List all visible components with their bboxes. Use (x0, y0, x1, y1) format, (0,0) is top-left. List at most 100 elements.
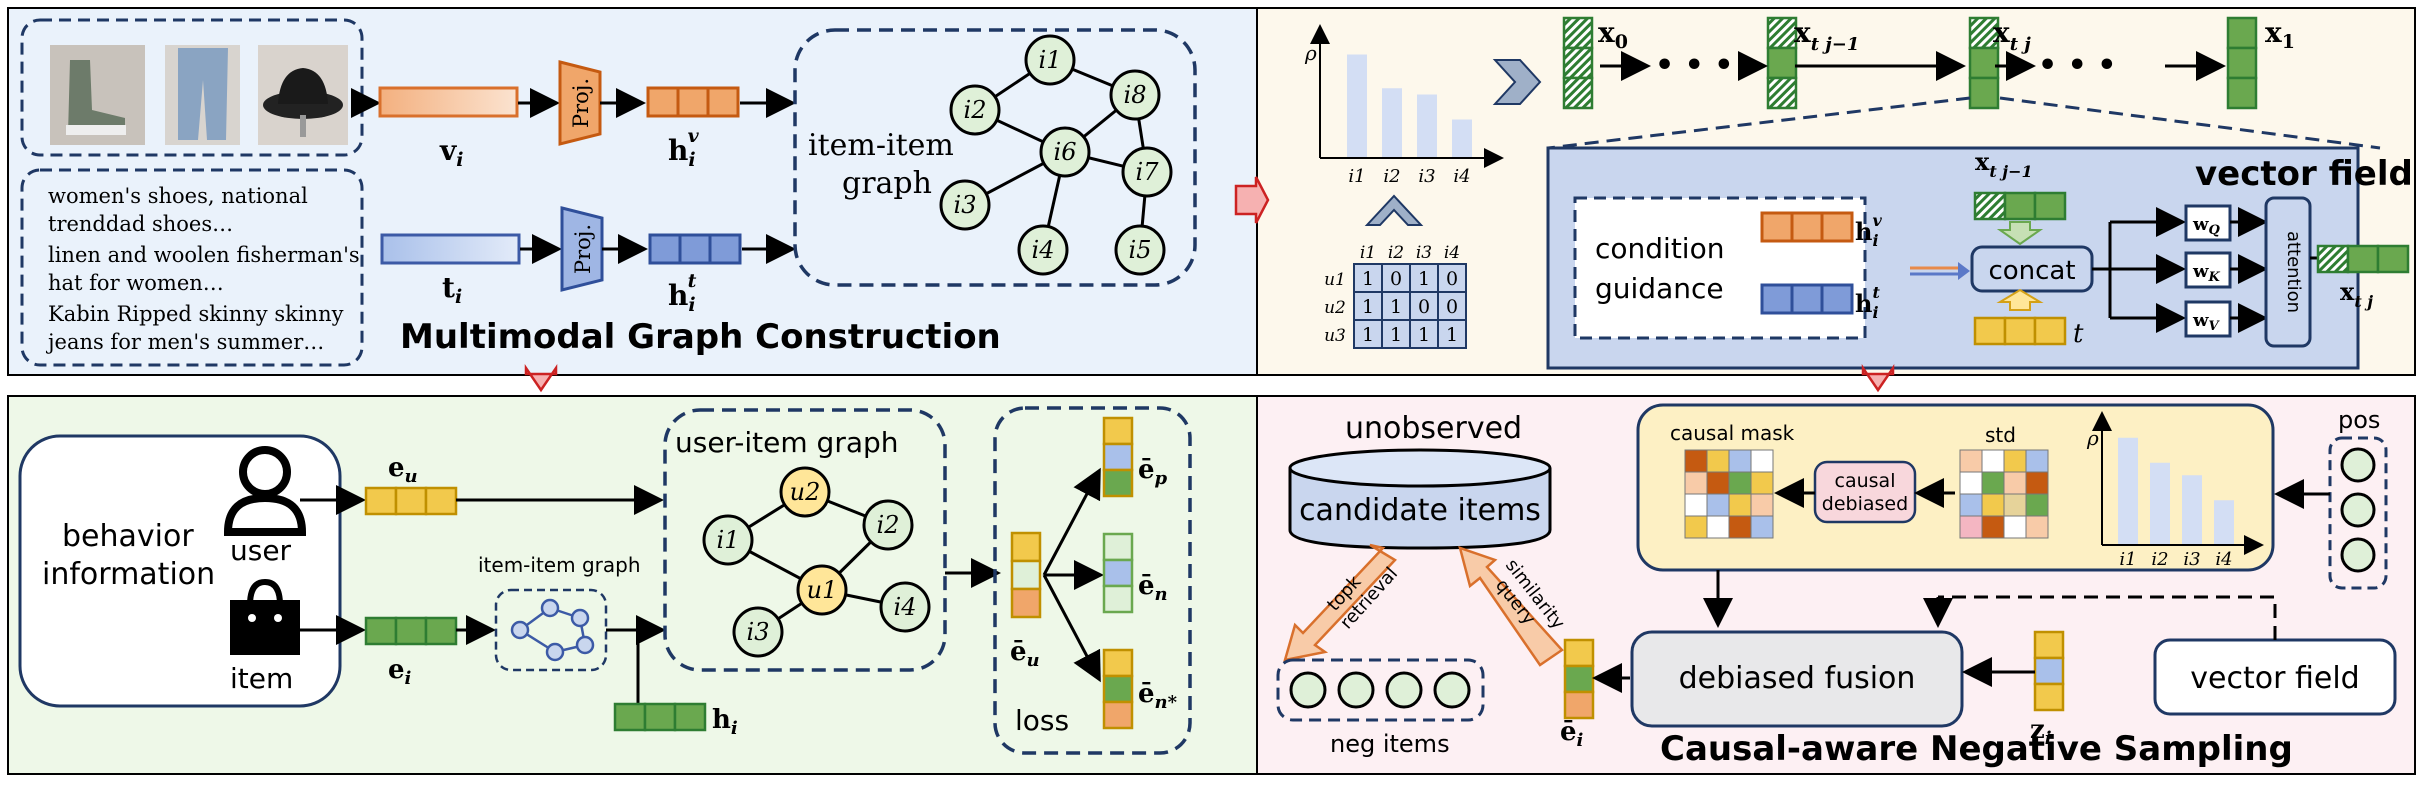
matrix-cell (1409, 319, 1439, 349)
wk-label: wK (2192, 261, 2221, 285)
x-vector-cell (1968, 76, 2000, 110)
right-chevron-icon (1492, 59, 1542, 105)
t-var-label: t (2073, 319, 2084, 349)
graph-node-i1 (1024, 34, 1076, 86)
matrix-cell-value: 0 (1418, 296, 1430, 318)
user-icon (223, 446, 307, 536)
xtj-1-label: xt j−1 (1794, 16, 1859, 55)
causal-mask-cell (1750, 515, 1774, 539)
dots-1: • • • (1655, 48, 1733, 83)
density-bar-top-4 (1452, 119, 1472, 157)
causal-mask-grid (1684, 449, 1774, 539)
density-bar-chart-bottom: ρ i1 i2 i3 i4 (2086, 411, 2264, 570)
graph-node-label-i7: i7 (1136, 158, 1160, 186)
matrix-cell-value: 1 (1362, 268, 1374, 290)
std-cell (2025, 515, 2049, 539)
ui-node-u1 (796, 564, 848, 616)
ebar-p-label: ēp (1138, 455, 1168, 489)
ebar-u-label: ēu (1010, 637, 1040, 671)
wv-box (2184, 300, 2232, 338)
panel-multimodal-graph: women's shoes, national trenddad shoes… … (7, 7, 1263, 376)
up-chevron-icon (1364, 194, 1424, 226)
small-item-graph-box (494, 588, 608, 672)
t-embedding-vector (1973, 316, 2067, 346)
user-item-graph-box (663, 408, 947, 672)
causal-mask-cell (1684, 449, 1708, 473)
x-sequence: x0 • • • xt j−1 xt j • • • x1 (1562, 16, 2295, 110)
graph-label-1: item-item (808, 128, 954, 163)
std-cell (1981, 449, 2005, 473)
std-cell (1981, 515, 2005, 539)
similarity-arrow (1458, 546, 1564, 667)
matrix-cell-value: 1 (1418, 324, 1430, 346)
dots-2: • • • (2038, 48, 2116, 83)
ui-node-label-i1: i1 (717, 526, 740, 554)
graph-node-i5 (1114, 224, 1166, 276)
attention-label: attention (2283, 231, 2304, 313)
debiased-fusion-label: debiased fusion (1679, 661, 1916, 696)
matrix-cell-value: 1 (1446, 324, 1458, 346)
matrix-row-u2: u2 (1324, 298, 1346, 318)
density-bar-top-1 (1347, 54, 1367, 157)
x-vector-cell (1562, 76, 1594, 110)
candidate-database (1288, 448, 1552, 550)
neg-items-box (1276, 658, 1485, 722)
causal-mask-cell (1706, 449, 1730, 473)
xtj-label: xt j (1993, 16, 2031, 55)
x-vector-cell (2226, 76, 2258, 110)
std-cell (1959, 515, 1983, 539)
std-cell (1981, 471, 2005, 495)
causal-mask-cell (1728, 471, 1752, 495)
density-bar-top-2 (1382, 88, 1402, 157)
matrix-cell (1437, 319, 1467, 349)
concat-xtj-1-label: xt j−1 (1975, 147, 2033, 181)
panel-title-causal: Causal-aware Negative Sampling (1660, 729, 2293, 769)
causal-mask-cell (1728, 493, 1752, 517)
concat-label: concat (1988, 256, 2075, 286)
ui-node-i1 (702, 514, 754, 566)
bar-tick-top-i3: i3 (1418, 166, 1435, 187)
small-item-graph-label: item-item graph (478, 553, 641, 577)
matrix-cell-value: 1 (1390, 324, 1402, 346)
concat-xtj-1-vector (1973, 191, 2067, 221)
cond-h-v-label: hiv (1855, 211, 1883, 250)
ebar-p-vector (1102, 416, 1134, 498)
image-box (20, 18, 364, 157)
e-i-vector (364, 616, 458, 646)
cond-h-t-label: hit (1855, 283, 1881, 322)
bar-tick-top-i1: i1 (1348, 166, 1365, 187)
z-i-vector (2033, 630, 2065, 712)
std-cell (2025, 449, 2049, 473)
wq-label: wQ (2192, 214, 2221, 238)
matrix-cell (1409, 263, 1439, 293)
panel-causal-negative-sampling: unobserved candidate items topk retrieva… (1256, 395, 2416, 775)
t-label: ti (442, 271, 462, 308)
matrix-cell-value: 0 (1446, 296, 1458, 318)
x0-label: x0 (1598, 16, 1628, 53)
bar-tick-top-i4: i4 (1453, 166, 1470, 187)
proj-trapezoid-t (560, 206, 604, 292)
condition-label-2: guidance (1595, 272, 1724, 305)
proj-label-v: Proj. (569, 78, 593, 128)
std-cell (2003, 515, 2027, 539)
matrix-col-i1: i1 (1360, 243, 1376, 263)
h-i-label: hi (712, 705, 738, 739)
causal-mask-cell (1750, 449, 1774, 473)
user-item-graph-label: user-item graph (675, 426, 899, 459)
h-v-label: hiv (668, 125, 700, 171)
causal-mask-cell (1706, 515, 1730, 539)
ebar-i-label: ēi (1560, 717, 1584, 751)
causal-mask-cell (1684, 515, 1708, 539)
behavior-label-1: behavior (62, 519, 194, 554)
matrix-cell-value: 0 (1390, 268, 1402, 290)
bar-tick-bottom-i2: i2 (2151, 549, 2168, 570)
graph-node-i3 (939, 179, 991, 231)
x-vector-cell (1766, 76, 1798, 110)
text-line-2: trenddad shoes… (48, 212, 233, 236)
image-hat (258, 45, 348, 145)
text-line-6: jeans for men's summer… (45, 330, 324, 354)
graph-node-i2 (949, 84, 1001, 136)
loss-label: loss (1015, 704, 1069, 737)
graph-node-label-i4: i4 (1032, 236, 1055, 264)
density-bar-bottom-2 (2150, 462, 2170, 544)
